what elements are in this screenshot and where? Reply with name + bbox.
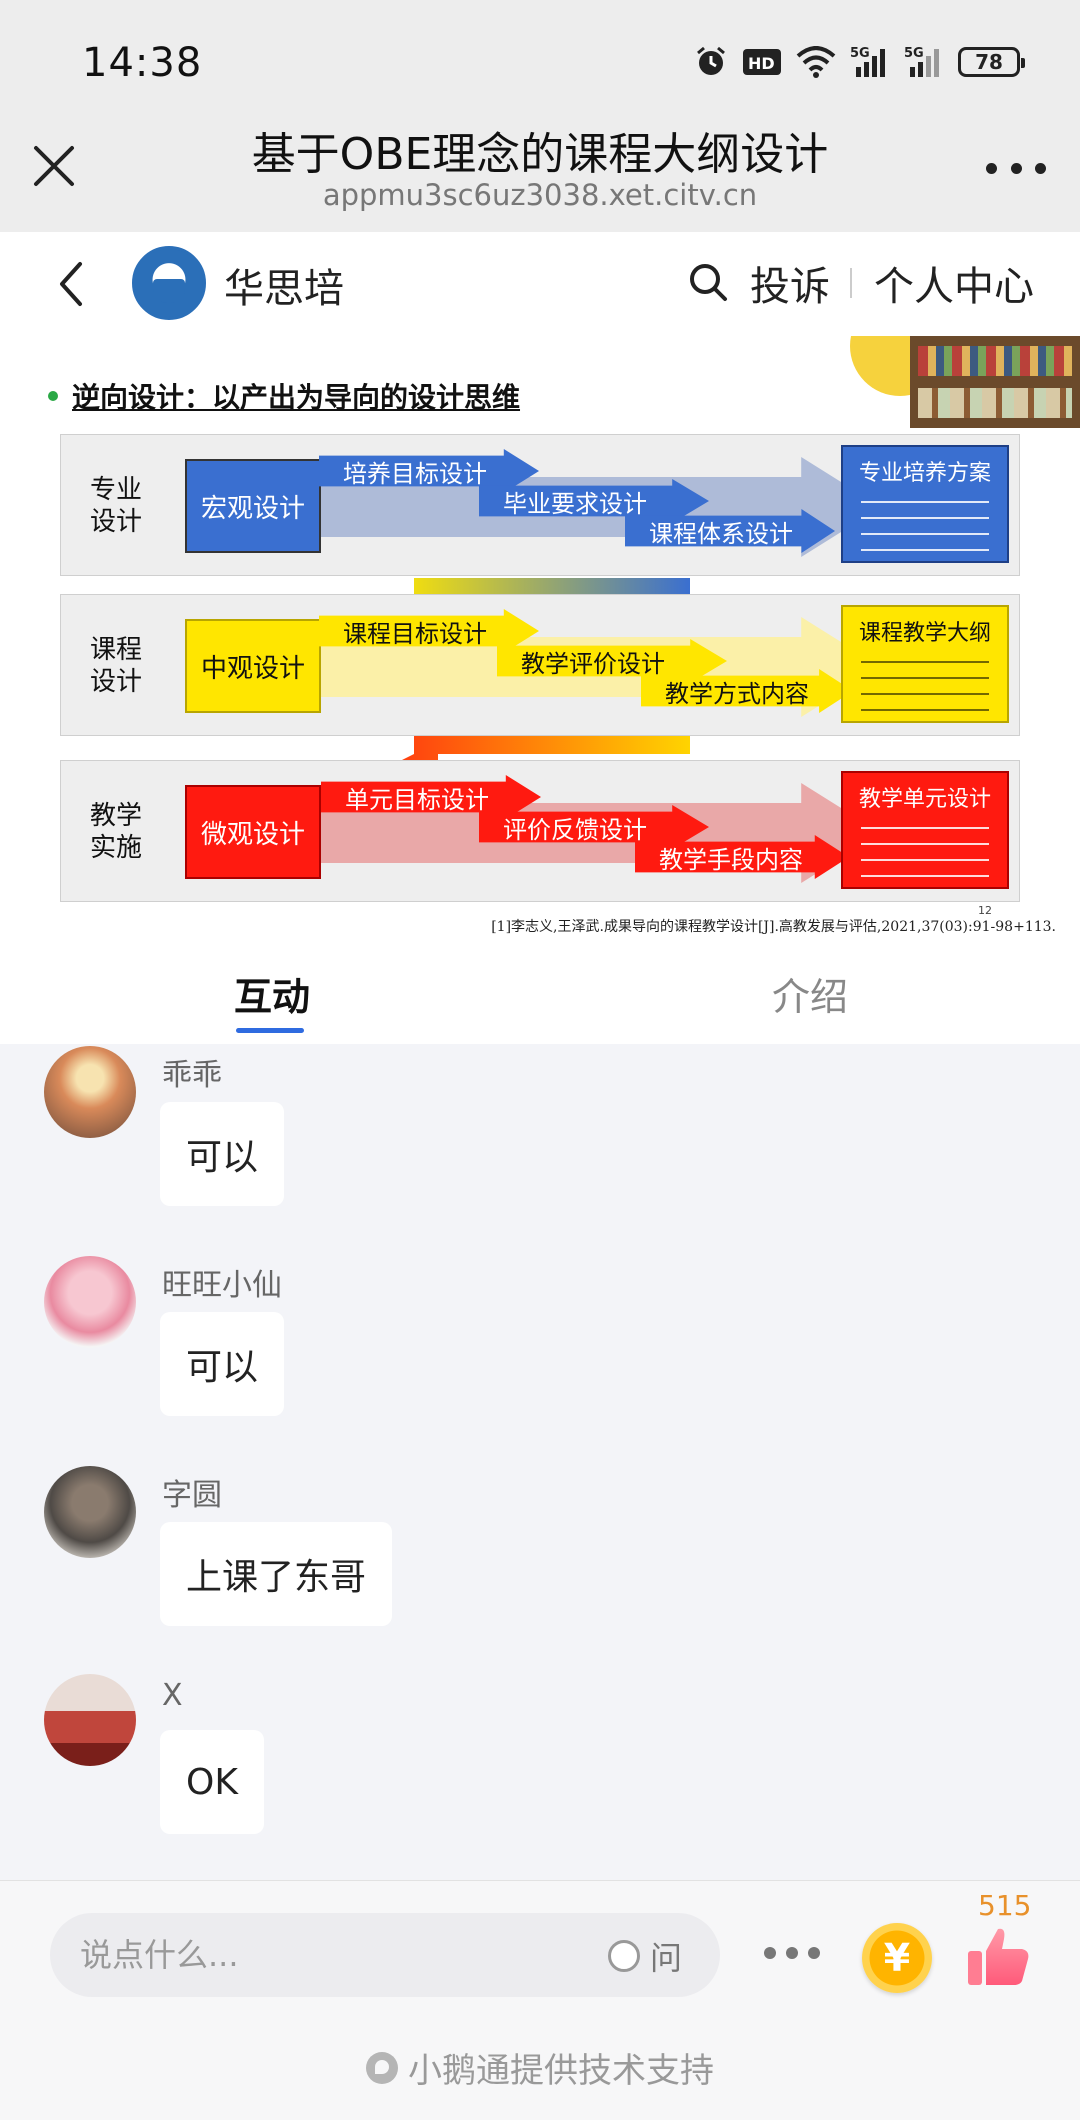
slide-reference: [1]李志义,王泽武.成果导向的课程教学设计[J].高教发展与评估,2021,3… — [491, 919, 1056, 935]
row-main-box: 宏观设计 — [185, 459, 321, 553]
chat-message: 旺旺小仙 可以 — [0, 1252, 1080, 1462]
ask-toggle[interactable]: 问 — [608, 1933, 682, 1979]
sender-name: X — [162, 1678, 183, 1713]
more-menu-button[interactable] — [986, 158, 1046, 178]
sender-name: 旺旺小仙 — [162, 1268, 282, 1303]
battery-icon: 78 — [958, 47, 1025, 77]
step-arrow: 毕业要求设计 — [479, 479, 709, 523]
avatar[interactable] — [44, 1466, 136, 1558]
brand-name: 华思培 — [224, 266, 344, 312]
complain-link[interactable]: 投诉 — [750, 264, 830, 310]
output-document: 教学单元设计 — [841, 771, 1009, 889]
powered-by-text: 小鹅通提供技术支持 — [408, 2051, 714, 2091]
row-label: 课程 设计 — [89, 635, 142, 697]
more-options-button[interactable] — [764, 1947, 820, 1961]
chat-message: X OK — [0, 1670, 1080, 1880]
bookshelf-image — [910, 336, 1080, 428]
status-icons: HD 5G 5G 78 — [694, 44, 1025, 80]
slide-page-number: 12 — [978, 904, 992, 917]
design-row-professional: 专业 设计 宏观设计 培养目标设计 毕业要求设计 课程体系设计 专业培养方案 — [60, 434, 1020, 576]
output-document: 课程教学大纲 — [841, 605, 1009, 723]
chat-list[interactable]: 乖乖 可以 旺旺小仙 可以 字圆 上课了东哥 X OK — [0, 1044, 1080, 1880]
page-url: appmu3sc6uz3038.xet.citv.cn — [322, 178, 758, 212]
message-bubble: 可以 — [160, 1312, 285, 1416]
back-button[interactable] — [52, 258, 92, 310]
reward-button[interactable]: ¥ — [862, 1923, 932, 1993]
bullet-icon — [48, 391, 58, 401]
avatar[interactable] — [44, 1674, 136, 1766]
row-main-box: 微观设计 — [185, 785, 321, 879]
nav-divider — [850, 268, 852, 298]
message-bubble: OK — [160, 1730, 264, 1834]
close-icon — [34, 146, 74, 186]
design-row-teaching: 教学 实施 微观设计 单元目标设计 评价反馈设计 教学手段内容 教学单元设计 — [60, 760, 1020, 902]
comment-input[interactable] — [80, 1913, 600, 1997]
tab-interaction[interactable]: 互动 — [234, 966, 310, 1033]
personal-center-link[interactable]: 个人中心 — [874, 264, 1034, 310]
wifi-icon — [796, 44, 836, 80]
output-label: 专业培养方案 — [858, 461, 991, 486]
row-label: 教学 实施 — [89, 801, 142, 863]
step-arrow: 课程体系设计 — [625, 509, 835, 553]
signal-5g-icon-2: 5G — [904, 44, 944, 80]
page-title: 基于OBE理念的课程大纲设计 — [251, 129, 829, 180]
dot-icon — [764, 1947, 776, 1959]
more-dot-icon — [986, 162, 997, 174]
slide-heading: 逆向设计：以产出为导向的设计思维 — [48, 376, 520, 416]
output-label: 课程教学大纲 — [858, 621, 991, 646]
row-label: 专业 设计 — [89, 475, 142, 537]
row-main-box: 中观设计 — [185, 619, 321, 713]
signal-label-2: 5G — [904, 46, 924, 61]
input-bar: 问 ¥ 515 小鹅通提供技术支持 — [0, 1880, 1080, 2120]
avatar[interactable] — [44, 1046, 136, 1138]
chat-message: 字圆 上课了东哥 — [0, 1462, 1080, 1672]
output-document: 专业培养方案 — [841, 445, 1009, 563]
brand-logo — [132, 246, 206, 320]
radio-icon — [608, 1940, 640, 1972]
design-row-course: 课程 设计 中观设计 课程目标设计 教学评价设计 教学方式内容 课程教学大纲 — [60, 594, 1020, 736]
content-tabs: 互动 介绍 — [0, 936, 1080, 1044]
title-bar: 基于OBE理念的课程大纲设计 appmu3sc6uz3038.xet.citv.… — [0, 110, 1080, 232]
lesson-slide[interactable]: 逆向设计：以产出为导向的设计思维 专业 设计 宏观设计 培养目标设计 毕业要求设… — [0, 336, 1080, 936]
powered-by: 小鹅通提供技术支持 — [0, 2043, 1080, 2092]
like-count: 515 — [978, 1889, 1032, 1922]
avatar[interactable] — [44, 1256, 136, 1348]
nav-bar: 华思培 投诉 个人中心 — [0, 232, 1080, 336]
output-label: 教学单元设计 — [858, 787, 991, 812]
status-bar: 14:38 HD 5G 5G 78 — [0, 0, 1080, 110]
hd-icon: HD — [742, 44, 782, 80]
dot-icon — [786, 1947, 798, 1959]
dot-icon — [808, 1947, 820, 1959]
slide-heading-text: 逆向设计：以产出为导向的设计思维 — [72, 381, 521, 414]
message-bubble: 上课了东哥 — [160, 1522, 393, 1626]
message-bubble: 可以 — [160, 1102, 285, 1206]
close-button[interactable] — [28, 140, 80, 192]
search-icon — [690, 264, 727, 301]
search-button[interactable] — [686, 260, 730, 304]
step-arrow: 教学方式内容 — [641, 669, 853, 713]
signal-label-1: 5G — [850, 46, 870, 61]
chevron-left-icon — [60, 262, 82, 306]
step-arrow: 教学评价设计 — [497, 639, 727, 683]
alarm-icon — [694, 44, 728, 80]
more-dot-icon — [1010, 162, 1022, 174]
ask-label: 问 — [650, 1939, 683, 1977]
hd-label: HD — [748, 54, 775, 73]
status-time: 14:38 — [82, 40, 203, 86]
sender-name: 字圆 — [162, 1478, 222, 1513]
xiaoetong-logo-icon — [366, 2051, 398, 2084]
more-dot-icon — [1035, 162, 1046, 174]
thumbs-up-icon — [968, 1928, 1029, 1985]
like-button[interactable] — [962, 1921, 1034, 1993]
step-arrow: 教学手段内容 — [635, 835, 849, 879]
comment-box: 问 — [50, 1913, 720, 1997]
signal-5g-icon: 5G — [850, 44, 890, 80]
tab-introduction[interactable]: 介绍 — [772, 975, 849, 1019]
sender-name: 乖乖 — [162, 1058, 222, 1093]
chat-message: 乖乖 可以 — [0, 1044, 1080, 1252]
